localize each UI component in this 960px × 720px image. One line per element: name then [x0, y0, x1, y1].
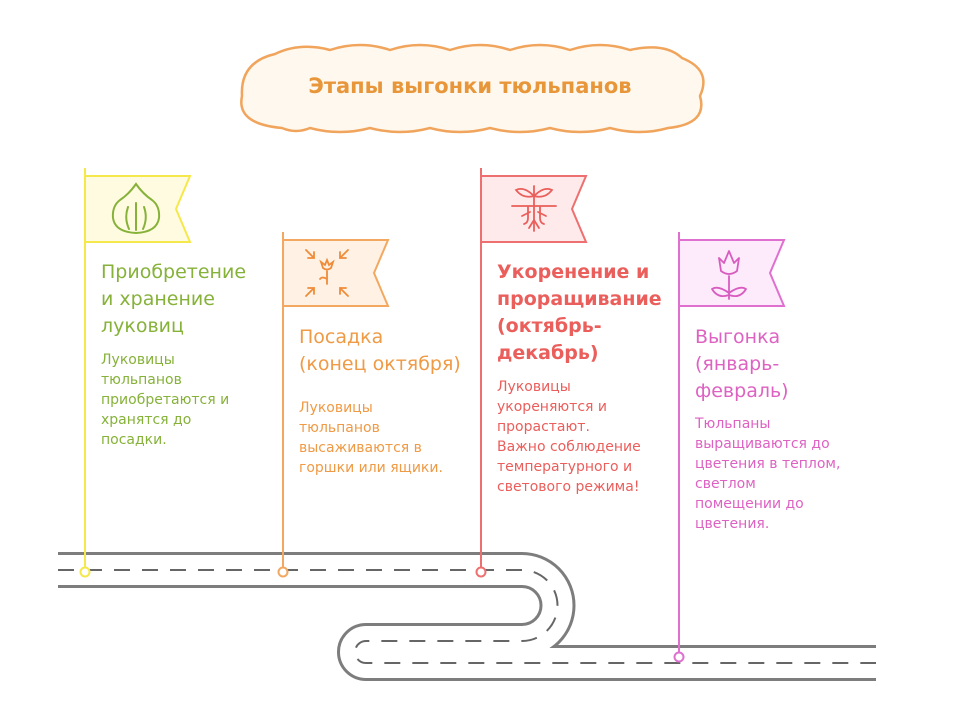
stage-4-desc-line: светлом — [695, 476, 756, 492]
stage-1-description: Луковицы тюльпанов приобретаются и храня… — [101, 350, 229, 450]
stage-3-desc-line: Луковицы — [497, 379, 571, 395]
stage-1-title-line: Приобретение — [101, 261, 247, 283]
tulip-icon — [711, 250, 747, 300]
stage-4-title: Выгонка (январь- февраль) — [695, 324, 789, 405]
stage-3-desc-line: температурного и — [497, 459, 633, 475]
stage-1-desc-line: тюльпанов — [101, 372, 182, 388]
stage-1-desc-line: хранятся до — [101, 412, 192, 428]
stage-1-title-line: и хранение — [101, 288, 215, 310]
stage-1-desc-line: приобретаются и — [101, 392, 230, 408]
stage-1-desc-line: посадки. — [101, 432, 167, 448]
stage-4-desc-line: выращиваются до — [695, 436, 830, 452]
stage-2-title-line: Посадка — [299, 326, 384, 348]
stage-1-title: Приобретение и хранение луковиц — [101, 259, 246, 340]
winding-road — [58, 552, 876, 681]
stage-2-desc-line: Луковицы — [299, 400, 373, 416]
stage-3-title-line: (октябрь- — [497, 315, 602, 337]
stage-2-description: Луковицы тюльпанов высаживаются в горшки… — [299, 398, 443, 478]
stage-3-desc-line: Важно соблюдение — [497, 439, 641, 455]
stage-2-title-line: (конец октября) — [299, 353, 461, 375]
stage-3-title-line: проращивание — [497, 288, 662, 310]
stage-4-title-line: Выгонка — [695, 326, 781, 348]
stage-4-desc-line: цветения. — [695, 516, 770, 532]
stage-1-title-line: луковиц — [101, 315, 184, 337]
sprout-roots-icon — [511, 185, 557, 232]
stage-3-title: Укоренение и проращивание (октябрь- дека… — [497, 259, 662, 367]
title-cloud-shape — [240, 43, 705, 134]
stage-2-flag — [277, 232, 390, 578]
planting-icon — [305, 249, 349, 297]
stage-2-desc-line: горшки или ящики. — [299, 460, 443, 476]
stage-4-desc-line: цветения в теплом, — [695, 456, 841, 472]
stage-3-desc-line: прорастают. — [497, 419, 590, 435]
stage-4-title-line: (январь- — [695, 353, 780, 375]
stage-2-desc-line: тюльпанов — [299, 420, 380, 436]
stage-2-desc-line: высаживаются в — [299, 440, 422, 456]
stage-1-desc-line: Луковицы — [101, 352, 175, 368]
stage-1-flag — [79, 168, 192, 578]
stage-4-description: Тюльпаны выращиваются до цветения в тепл… — [695, 414, 840, 534]
diagram-title: Этапы выгонки тюльпанов — [308, 74, 632, 98]
bulb-icon — [111, 182, 161, 235]
stage-3-flag — [475, 168, 588, 578]
stage-3-desc-line: светового режима! — [497, 479, 640, 495]
stage-4-desc-line: помещении до — [695, 496, 804, 512]
stage-4-flag — [673, 232, 786, 663]
stage-3-desc-line: укореняются и — [497, 399, 607, 415]
stage-3-title-line: декабрь) — [497, 342, 599, 364]
stage-4-desc-line: Тюльпаны — [695, 416, 771, 432]
stage-3-title-line: Укоренение и — [497, 261, 650, 283]
stage-4-title-line: февраль) — [695, 380, 789, 402]
stage-3-description: Луковицы укореняются и прорастают. Важно… — [497, 377, 641, 497]
stage-2-title: Посадка (конец октября) — [299, 324, 461, 378]
